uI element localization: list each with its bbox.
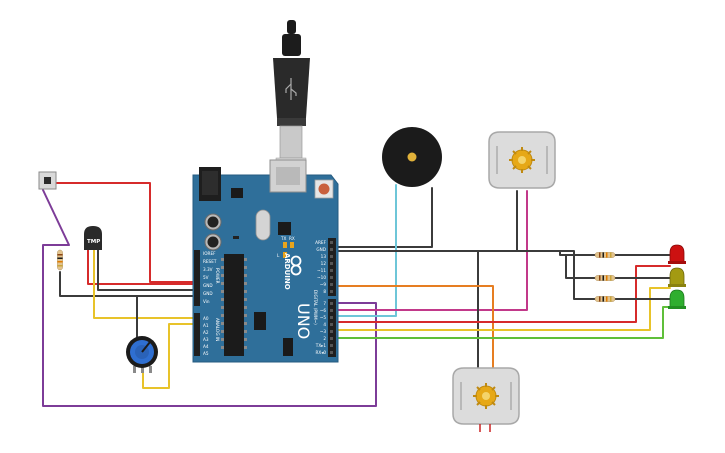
svg-text:7: 7 <box>323 301 326 306</box>
board-brand: ARDUINO <box>283 253 291 290</box>
potentiometer-icon[interactable] <box>126 336 158 373</box>
svg-text:A4: A4 <box>203 344 209 349</box>
svg-text:IOREF: IOREF <box>203 251 216 256</box>
svg-text:~5: ~5 <box>320 315 327 320</box>
wire-cyan[interactable] <box>335 184 397 317</box>
arduino-infinity-logo-icon <box>290 255 302 276</box>
digital-top-pin-labels: AREF GND 13 12 ~11 ~10 ~9 8 <box>315 240 326 294</box>
svg-text:~11: ~11 <box>317 268 326 273</box>
svg-text:4: 4 <box>323 322 326 327</box>
dc-motor-icon[interactable] <box>452 367 520 425</box>
arduino-uno-board[interactable]: TX RX L ARDUINO UNO <box>192 159 339 363</box>
digital-header-top[interactable] <box>328 238 336 296</box>
tx-led-label: TX <box>280 236 287 241</box>
motor-leads <box>479 424 491 432</box>
wire-green-led[interactable] <box>335 306 671 339</box>
svg-text:~9: ~9 <box>320 282 327 287</box>
wire-black-bus-3[interactable] <box>565 254 596 279</box>
svg-text:TX▸1: TX▸1 <box>315 343 327 348</box>
digital-header-bottom[interactable] <box>328 299 336 357</box>
wire-red-tmp[interactable] <box>87 249 204 285</box>
resistor-icon[interactable] <box>594 274 616 282</box>
wire-black-bus[interactable] <box>335 250 596 300</box>
svg-text:~10: ~10 <box>317 275 326 280</box>
svg-text:AREF: AREF <box>315 240 326 245</box>
power-section-label: POWER <box>215 268 220 284</box>
wire-black-resistor[interactable] <box>59 271 204 297</box>
svg-text:A2: A2 <box>203 330 209 335</box>
wire-red-led[interactable] <box>335 265 671 323</box>
svg-text:A5: A5 <box>203 351 209 356</box>
resistor-icon[interactable] <box>594 251 616 259</box>
svg-text:A3: A3 <box>203 337 209 342</box>
svg-text:A1: A1 <box>203 323 209 328</box>
digital-bottom-pin-labels: 7 ~6 ~5 4 ~3 2 TX▸1 RX◂0 <box>315 301 327 355</box>
analog-section-label: ANALOG IN <box>215 318 220 341</box>
svg-text:Vin: Vin <box>203 299 210 304</box>
wire-black-motor1[interactable] <box>327 190 518 252</box>
dc-motor-icon[interactable] <box>488 131 556 189</box>
svg-text:GND: GND <box>203 291 213 296</box>
svg-text:A0: A0 <box>203 316 209 321</box>
wire-yellow-pot[interactable] <box>142 323 204 389</box>
tmp-sensor-label: TMP <box>87 239 100 245</box>
usb-plug-icon[interactable] <box>273 20 310 165</box>
pushbutton-icon[interactable] <box>38 171 57 190</box>
svg-text:8: 8 <box>323 289 326 294</box>
svg-text:13: 13 <box>321 254 327 259</box>
led-icon[interactable] <box>668 244 686 264</box>
svg-text:3.3V: 3.3V <box>203 267 213 272</box>
wire-magenta[interactable] <box>335 190 528 311</box>
wire-yellow-led[interactable] <box>335 287 671 331</box>
analog-header[interactable] <box>194 313 200 356</box>
digital-section-label: DIGITAL (PWM~) <box>313 290 318 325</box>
svg-text:~3: ~3 <box>320 329 327 334</box>
svg-text:GND: GND <box>316 247 326 252</box>
svg-text:5V: 5V <box>203 275 209 280</box>
svg-text:RESET: RESET <box>203 259 217 264</box>
board-model: UNO <box>294 303 313 339</box>
l-led-label: L <box>277 253 280 258</box>
wire-black-buzzer[interactable] <box>327 187 433 248</box>
led-icon[interactable] <box>668 289 686 309</box>
led-icon[interactable] <box>668 267 686 287</box>
svg-text:12: 12 <box>321 261 327 266</box>
wire-black-bus-2[interactable] <box>559 250 596 256</box>
wire-black-tmp[interactable] <box>97 249 204 291</box>
analog-pin-labels: A0 A1 A2 A3 A4 A5 <box>203 316 209 356</box>
svg-text:GND: GND <box>203 283 213 288</box>
svg-text:~6: ~6 <box>320 308 327 313</box>
wire-red[interactable] <box>56 182 204 283</box>
piezo-buzzer-icon[interactable] <box>382 127 442 187</box>
rx-led-label: RX <box>289 236 295 241</box>
svg-text:2: 2 <box>323 336 326 341</box>
svg-text:RX◂0: RX◂0 <box>315 350 326 355</box>
power-pin-labels: IOREF RESET 3.3V 5V GND GND Vin <box>203 251 217 304</box>
wire-purple[interactable] <box>42 189 377 407</box>
temperature-sensor-icon[interactable]: TMP <box>84 226 102 250</box>
power-header[interactable] <box>194 250 200 306</box>
resistor-icon[interactable] <box>594 295 616 303</box>
resistor-icon[interactable] <box>56 249 64 271</box>
wire-yellow-tmp[interactable] <box>93 249 204 319</box>
